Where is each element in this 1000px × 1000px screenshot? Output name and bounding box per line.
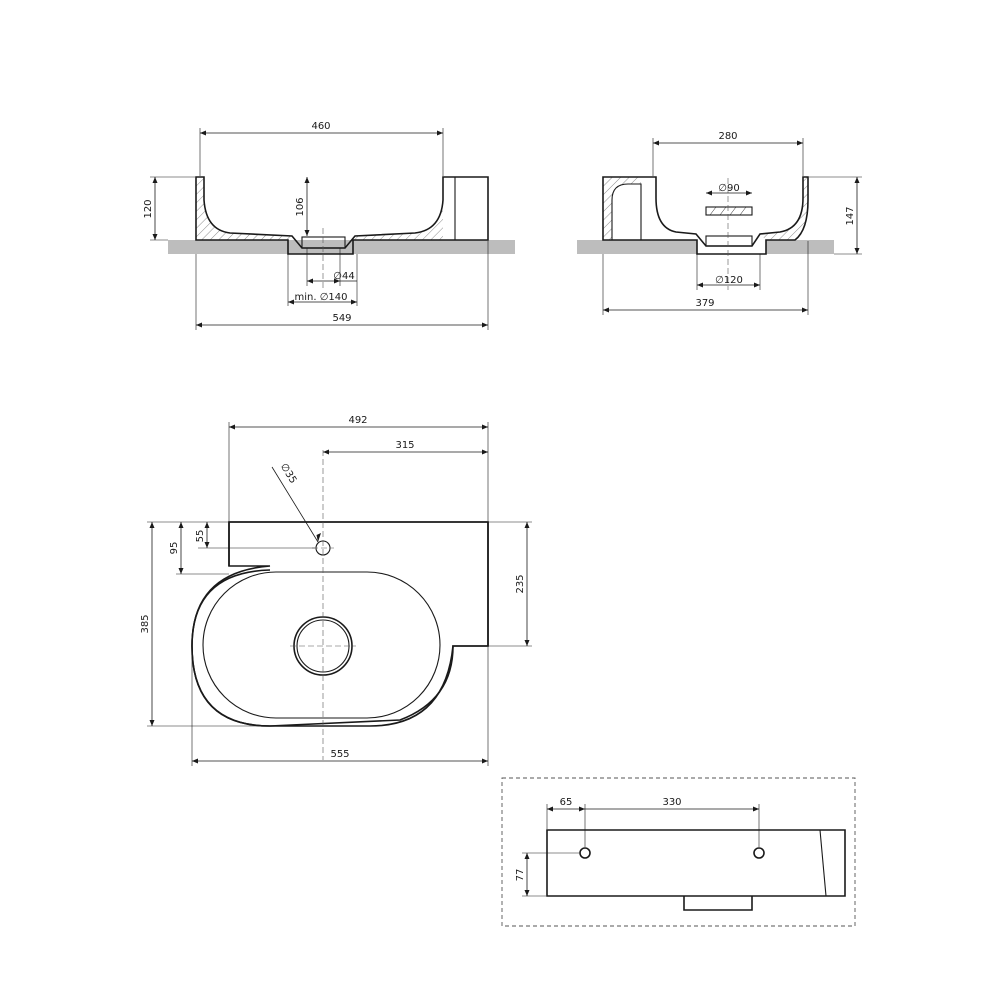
rear-drain-outline <box>683 896 753 911</box>
dim-depth-side: 379 <box>695 298 714 309</box>
front-view: 460 120 106 ∅44 min. ∅140 549 <box>143 121 515 330</box>
overflow-channel <box>611 183 642 240</box>
detail-frame <box>501 777 856 927</box>
rear-deck-outline <box>819 829 827 897</box>
dim-drain-front: ∅44 <box>333 271 354 282</box>
bowl-inner-top <box>202 571 441 719</box>
dim-bowl-depth: 106 <box>295 197 306 216</box>
overflow-slot <box>705 206 753 216</box>
countertop-side-right <box>766 240 834 254</box>
side-wall-hatch <box>603 177 641 240</box>
dim-width-total-front: 549 <box>332 313 351 324</box>
basin-wall-hatch-left <box>196 177 292 240</box>
countertop-front <box>168 240 515 254</box>
basin-outer-top <box>191 521 489 727</box>
dim-tap-offset: 315 <box>395 440 414 451</box>
dim-width-top-front: 460 <box>311 121 330 132</box>
dim-height-front: 120 <box>143 199 154 218</box>
dim-hole-spacing: 330 <box>662 797 681 808</box>
dim-width-deck: 492 <box>348 415 367 426</box>
top-view: 492 315 ∅35 55 95 385 235 <box>140 415 532 766</box>
dim-height-side: 147 <box>845 206 856 225</box>
dim-hole-left-offset: 65 <box>560 797 573 808</box>
rear-hole-left <box>579 847 591 859</box>
dim-width-top-side: 280 <box>718 131 737 142</box>
dim-depth-top: 385 <box>140 614 151 633</box>
basin-outline-top <box>191 521 489 727</box>
basin-wall-hatch-right <box>353 177 455 240</box>
drain-front <box>301 236 346 249</box>
dim-overflow-diameter: ∅90 <box>718 183 739 194</box>
side-view: 280 ∅90 147 ∅120 379 <box>577 131 862 315</box>
basin-section-front <box>195 176 489 255</box>
dim-drain-side: ∅120 <box>715 275 743 286</box>
rear-panel-outline <box>546 829 846 897</box>
dim-min-cutout: min. ∅140 <box>294 292 347 303</box>
drain-side <box>705 235 753 247</box>
dim-deck-depth: 235 <box>515 574 526 593</box>
tap-leader <box>271 466 319 543</box>
countertop-side-left <box>577 240 697 254</box>
side-wall-hatch-right <box>760 177 808 240</box>
rear-hole-right <box>753 847 765 859</box>
dim-tap-back-95: 95 <box>169 542 180 555</box>
dim-width-total-top: 555 <box>330 749 349 760</box>
dim-hole-height: 77 <box>515 869 526 882</box>
dim-tap-back-55: 55 <box>195 530 206 543</box>
detail-view: 65 330 77 <box>501 777 856 927</box>
